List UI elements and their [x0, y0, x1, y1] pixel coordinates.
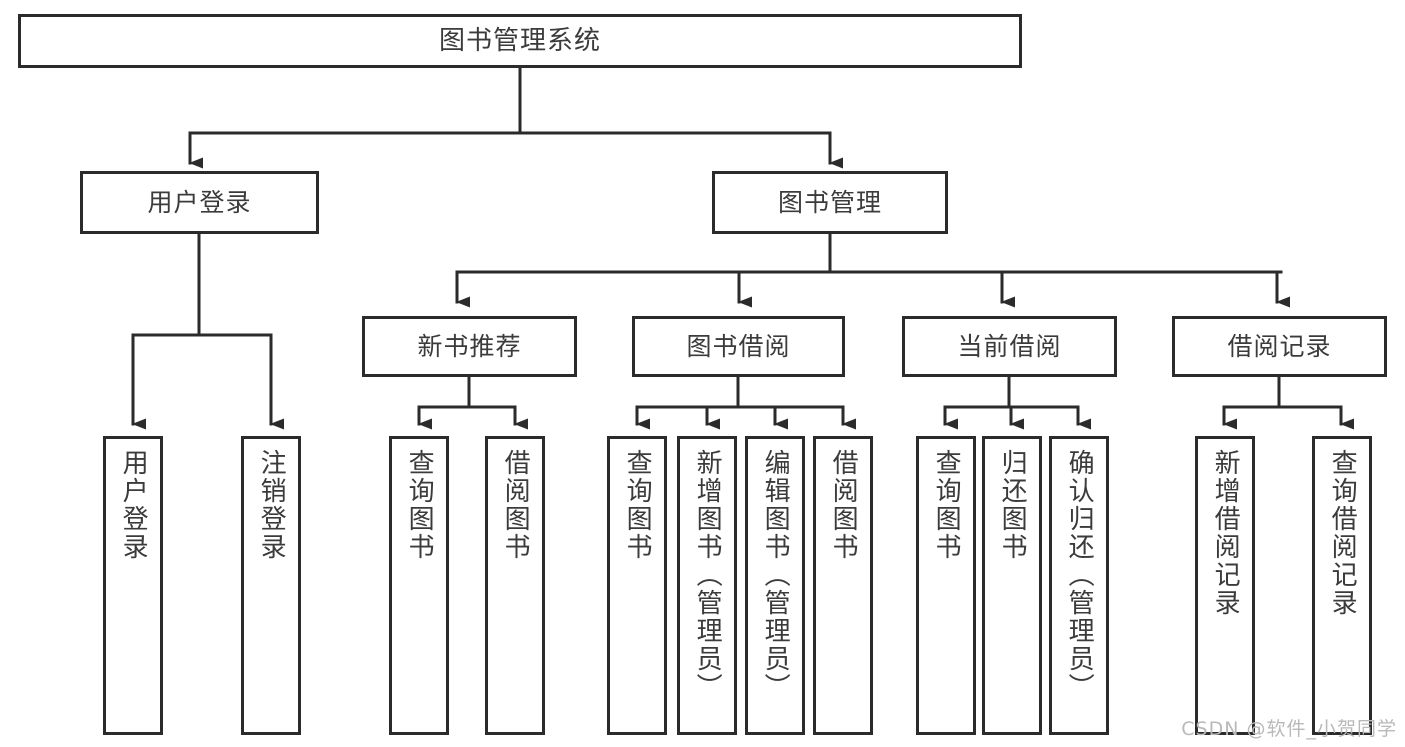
leaf-label: 借阅图书	[828, 449, 859, 561]
node-root-label: 图书管理系统	[438, 25, 601, 56]
leaf-label: 新增借阅记录	[1210, 449, 1241, 617]
node-book-management[interactable]: 图书管理	[712, 171, 948, 234]
leaf-current-borrow-query[interactable]: 查询图书	[916, 436, 976, 735]
leaf-current-borrow-return[interactable]: 归还图书	[982, 436, 1042, 735]
watermark: CSDN @软件_小贺同学	[1181, 718, 1397, 740]
node-new-book-recommend[interactable]: 新书推荐	[362, 316, 577, 377]
leaf-label: 用户登录	[118, 449, 149, 561]
leaf-label: 注销登录	[256, 449, 287, 561]
leaf-user-login-login[interactable]: 用户登录	[103, 436, 163, 735]
leaf-label: 新增图书（管理员）	[692, 449, 723, 701]
leaf-book-borrow-add[interactable]: 新增图书（管理员）	[677, 436, 737, 735]
leaf-borrow-records-add[interactable]: 新增借阅记录	[1195, 436, 1255, 735]
leaf-label: 查询借阅记录	[1327, 449, 1358, 617]
node-book-borrow-label: 图书借阅	[686, 331, 791, 361]
leaf-new-books-query[interactable]: 查询图书	[389, 436, 449, 735]
leaf-book-borrow-borrow[interactable]: 借阅图书	[813, 436, 873, 735]
leaf-borrow-records-query[interactable]: 查询借阅记录	[1312, 436, 1372, 735]
node-current-borrow[interactable]: 当前借阅	[902, 316, 1117, 377]
node-new-book-recommend-label: 新书推荐	[417, 331, 522, 361]
leaf-current-borrow-confirm-return[interactable]: 确认归还（管理员）	[1049, 436, 1109, 735]
node-borrow-records[interactable]: 借阅记录	[1172, 316, 1387, 377]
leaf-label: 编辑图书（管理员）	[760, 449, 791, 701]
leaf-label: 查询图书	[404, 449, 435, 561]
node-book-management-label: 图书管理	[777, 187, 882, 217]
node-book-borrow[interactable]: 图书借阅	[632, 316, 845, 377]
node-current-borrow-label: 当前借阅	[957, 331, 1062, 361]
leaf-label: 归还图书	[997, 449, 1028, 561]
node-borrow-records-label: 借阅记录	[1227, 331, 1332, 361]
leaf-label: 确认归还（管理员）	[1064, 449, 1095, 701]
node-root[interactable]: 图书管理系统	[18, 14, 1022, 68]
leaf-label: 查询图书	[931, 449, 962, 561]
leaf-new-books-borrow[interactable]: 借阅图书	[485, 436, 545, 735]
leaf-book-borrow-query[interactable]: 查询图书	[607, 436, 667, 735]
leaf-label: 查询图书	[622, 449, 653, 561]
node-user-login-label: 用户登录	[147, 187, 252, 217]
leaf-label: 借阅图书	[500, 449, 531, 561]
node-user-login[interactable]: 用户登录	[80, 171, 319, 234]
leaf-user-login-logout[interactable]: 注销登录	[241, 436, 301, 735]
leaf-book-borrow-edit[interactable]: 编辑图书（管理员）	[745, 436, 805, 735]
